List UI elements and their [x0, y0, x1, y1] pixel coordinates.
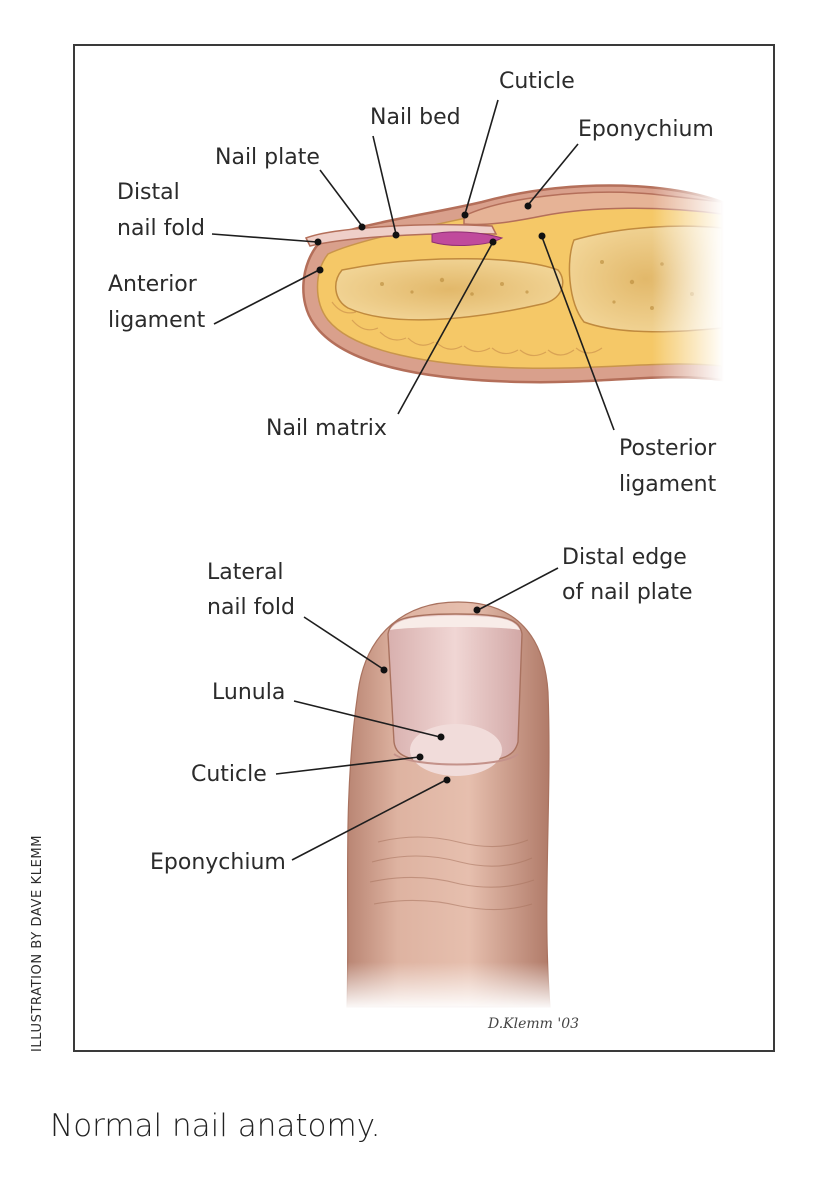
lunula-shape: [410, 724, 502, 776]
label-nail-bed: Nail bed: [370, 105, 461, 130]
label-anterior-ligament-line1: Anterior: [108, 272, 198, 297]
figure-caption: Normal nail anatomy.: [50, 1108, 381, 1144]
label-lateral-nail-fold-line1: Lateral: [207, 560, 284, 585]
nail-plate-shape: [304, 223, 498, 247]
label-nail-plate: Nail plate: [215, 145, 320, 170]
label-anterior-ligament-line2: ligament: [108, 308, 206, 333]
label-nail-matrix: Nail matrix: [266, 416, 387, 441]
finger-cross-section: [302, 172, 724, 392]
label-lateral-nail-fold-line2: nail fold: [207, 595, 295, 620]
artist-signature: D.Klemm '03: [487, 1016, 579, 1032]
distal-phalanx-bone: [335, 258, 564, 321]
label-cuticle-section: Cuticle: [499, 69, 575, 94]
cross-section-fade: [652, 172, 724, 392]
label-posterior-ligament-line1: Posterior: [619, 436, 717, 461]
illustration-credit: ILLUSTRATION BY DAVE KLEMM: [30, 834, 45, 1052]
cross-section-leaders: [211, 99, 615, 431]
figure-frame: Cuticle Nail bed Eponychium Nail plate D…: [73, 44, 775, 1052]
label-lunula: Lunula: [212, 680, 285, 705]
label-distal-nail-fold-line1: Distal: [117, 180, 180, 205]
label-distal-edge-line2: of nail plate: [562, 580, 693, 605]
label-posterior-ligament-line2: ligament: [619, 472, 717, 497]
label-eponychium-section: Eponychium: [578, 117, 714, 142]
nail-matrix-shape: [431, 231, 504, 246]
cuticle-shape: [393, 753, 519, 766]
label-eponychium-dorsal: Eponychium: [150, 850, 286, 875]
finger-fade: [342, 962, 554, 1010]
dorsal-view-leaders: [275, 567, 559, 861]
nail-anatomy-illustration: Cuticle Nail bed Eponychium Nail plate D…: [108, 69, 724, 1032]
label-cuticle-dorsal: Cuticle: [191, 762, 267, 787]
finger-dorsal-view: [342, 601, 554, 1010]
knuckle-wrinkles: [369, 836, 535, 911]
label-distal-nail-fold-line2: nail fold: [117, 216, 205, 241]
label-distal-edge-line1: Distal edge: [562, 545, 687, 570]
free-edge-highlight: [390, 616, 520, 630]
